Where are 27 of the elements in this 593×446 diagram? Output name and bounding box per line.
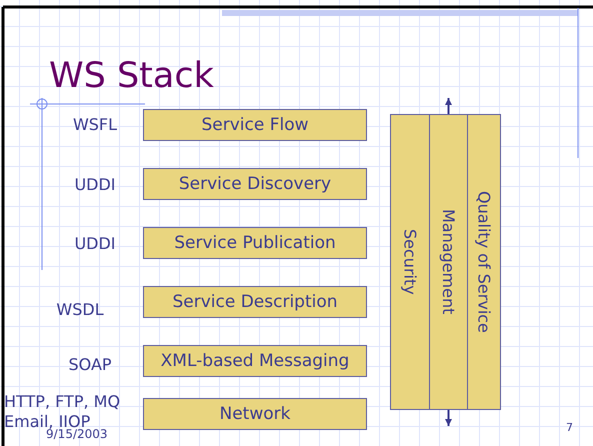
layer-name: Security: [400, 229, 420, 295]
protocol-label: UDDI: [73, 175, 117, 195]
protocol-label: SOAP: [67, 355, 113, 375]
vertical-layer-box: [429, 114, 468, 410]
protocol-label: UDDI: [73, 234, 117, 254]
layer-box: [143, 345, 367, 377]
layer-box: [143, 168, 367, 200]
protocol-label: WSDL: [55, 300, 105, 320]
page-number: 7: [566, 421, 573, 434]
vertical-layer-box: [390, 114, 430, 410]
layer-name: Network: [220, 404, 290, 424]
protocol-label: WSFL: [72, 115, 118, 135]
layer-name: Service Discovery: [178, 174, 332, 194]
layer-name: Quality of Service: [474, 191, 494, 333]
layer-box: [143, 398, 367, 430]
layer-name: Management: [439, 209, 458, 315]
layer-name: Service Publication: [174, 233, 336, 253]
slide-title: WS Stack: [49, 56, 214, 96]
layer-box: [143, 109, 367, 141]
layer-box: [143, 227, 367, 259]
layer-name: Service Description: [172, 292, 338, 312]
layer-name: XML-based Messaging: [160, 351, 350, 371]
arrow: [445, 98, 452, 114]
layer-name: Service Flow: [201, 115, 309, 135]
arrow: [445, 410, 452, 426]
layer-box: [143, 286, 367, 318]
vertical-layer-box: [467, 114, 501, 410]
